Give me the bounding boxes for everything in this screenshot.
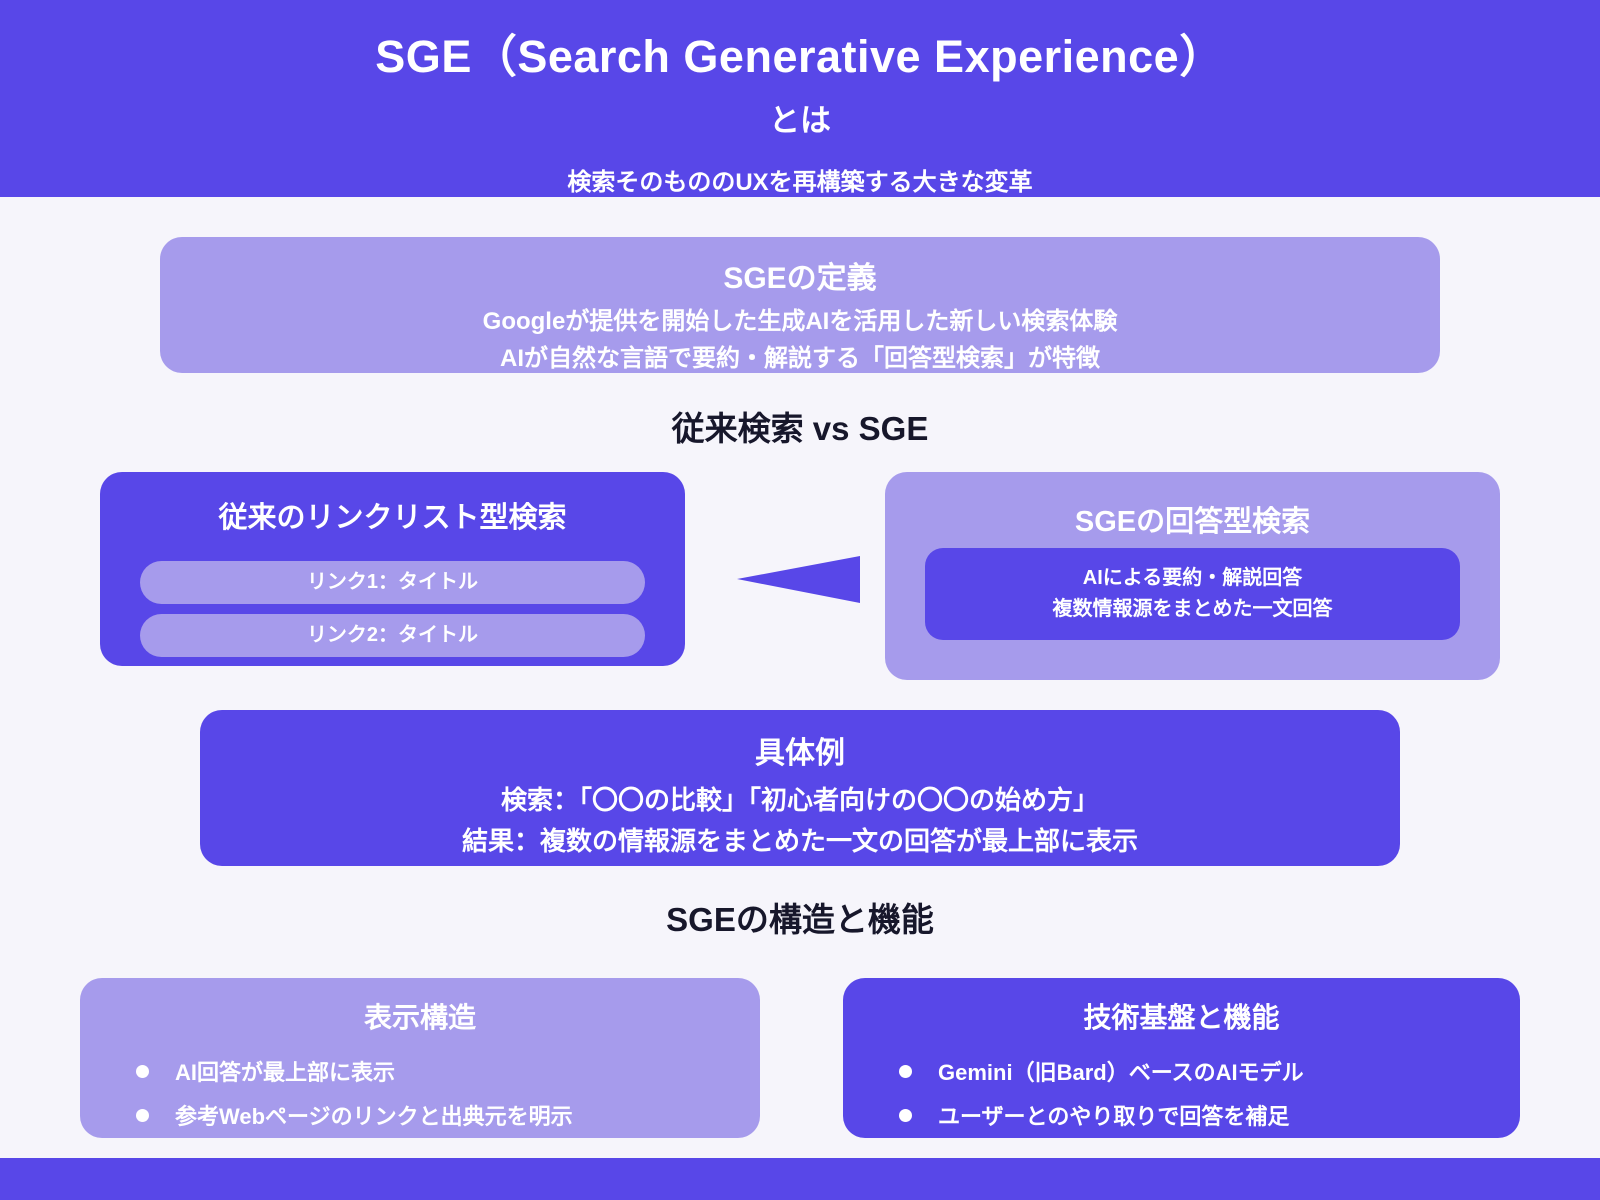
- display-structure-box: 表示構造 AI回答が最上部に表示 参考Webページのリンクと出典元を明示: [80, 978, 760, 1138]
- page-tagline: 検索そのもののUXを再構築する大きな変革: [567, 169, 1033, 196]
- example-lines: 検索：「〇〇の比較」「初心者向けの〇〇の始め方」 結果：複数の情報源をまとめた一…: [200, 780, 1400, 862]
- display-structure-title: 表示構造: [363, 1002, 476, 1033]
- tech-foundation-bullets: Gemini（旧Bard）ベースのAIモデル ユーザーとのやり取りで回答を補足: [843, 1049, 1520, 1137]
- comparison-heading: 従来検索 vs SGE: [671, 410, 929, 447]
- display-structure-bullets: AI回答が最上部に表示 参考Webページのリンクと出典元を明示: [80, 1049, 760, 1137]
- traditional-search-title: 従来のリンクリスト型検索: [218, 502, 567, 534]
- definition-box: SGEの定義 Googleが提供を開始した生成AIを活用した新しい検索体験 AI…: [160, 237, 1440, 373]
- page-subtitle: とは: [769, 103, 831, 138]
- bullet-icon: [899, 1064, 912, 1078]
- sge-answer-panel: AIによる要約・解説回答 複数情報源をまとめた一文回答: [925, 548, 1460, 640]
- bullet-item: 参考Webページのリンクと出典元を明示: [136, 1093, 760, 1137]
- example-box: 具体例 検索：「〇〇の比較」「初心者向けの〇〇の始め方」 結果：複数の情報源をま…: [200, 710, 1400, 866]
- example-title: 具体例: [755, 737, 845, 770]
- footer-band: [0, 1158, 1600, 1200]
- sge-answer-line: 複数情報源をまとめた一文回答: [1052, 598, 1333, 620]
- traditional-search-box: 従来のリンクリスト型検索 リンク1：タイトル リンク2：タイトル: [100, 472, 685, 666]
- bullet-label: AI回答が最上部に表示: [175, 1060, 396, 1085]
- example-line: 検索：「〇〇の比較」「初心者向けの〇〇の始め方」: [500, 785, 1099, 815]
- bullet-item: Gemini（旧Bard）ベースのAIモデル: [899, 1049, 1520, 1093]
- link-pill: リンク1：タイトル: [140, 561, 645, 604]
- tech-foundation-title: 技術基盤と機能: [1083, 1002, 1280, 1033]
- page-title: SGE（Search Generative Experience）: [375, 31, 1225, 82]
- header-band: SGE（Search Generative Experience） とは 検索そ…: [0, 0, 1600, 197]
- sge-search-box: SGEの回答型検索 AIによる要約・解説回答 複数情報源をまとめた一文回答: [885, 472, 1500, 680]
- left-arrow-icon: [737, 556, 860, 603]
- bullet-label: Gemini（旧Bard）ベースのAIモデル: [938, 1060, 1304, 1085]
- bullet-icon: [136, 1064, 149, 1078]
- definition-title: SGEの定義: [723, 262, 877, 295]
- bullet-item: ユーザーとのやり取りで回答を補足: [899, 1093, 1520, 1137]
- bullet-icon: [899, 1108, 912, 1122]
- link-pill: リンク2：タイトル: [140, 614, 645, 657]
- definition-line: AIが自然な言語で要約・解説する「回答型検索」が特徴: [500, 345, 1100, 372]
- traditional-link-list: リンク1：タイトル リンク2：タイトル: [100, 561, 685, 657]
- sge-search-title: SGEの回答型検索: [1074, 506, 1311, 538]
- tech-foundation-box: 技術基盤と機能 Gemini（旧Bard）ベースのAIモデル ユーザーとのやり取…: [843, 978, 1520, 1138]
- bullet-icon: [136, 1108, 149, 1122]
- structure-heading: SGEの構造と機能: [666, 901, 934, 938]
- definition-line: Googleが提供を開始した生成AIを活用した新しい検索体験: [482, 308, 1118, 335]
- definition-lines: Googleが提供を開始した生成AIを活用した新しい検索体験 AIが自然な言語で…: [160, 303, 1440, 377]
- bullet-label: ユーザーとのやり取りで回答を補足: [938, 1104, 1290, 1129]
- bullet-label: 参考Webページのリンクと出典元を明示: [175, 1104, 573, 1129]
- example-line: 結果：複数の情報源をまとめた一文の回答が最上部に表示: [461, 826, 1138, 856]
- bullet-item: AI回答が最上部に表示: [136, 1049, 760, 1093]
- sge-answer-line: AIによる要約・解説回答: [1082, 567, 1303, 589]
